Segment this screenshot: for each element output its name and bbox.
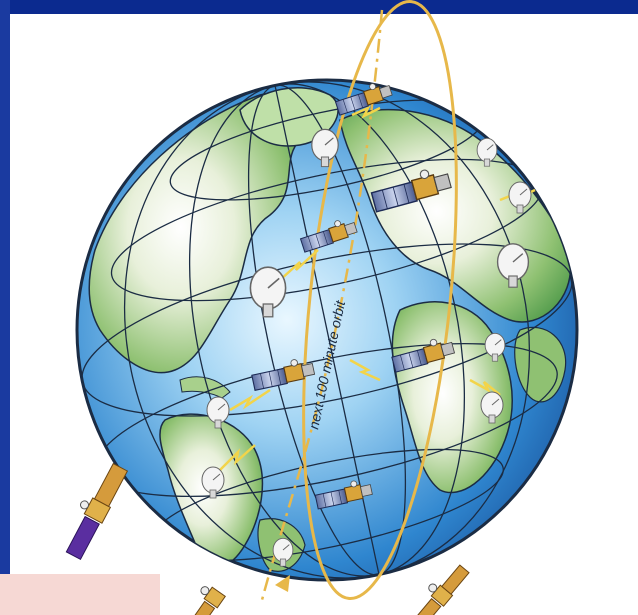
bottom-left-strip [0,574,160,615]
signal-beams [219,105,536,471]
signal-beam-icon [351,105,381,119]
signal-beam-icon [229,388,271,412]
signal-beam-icon [219,444,256,471]
satellite-icon [186,586,226,615]
signal-beam-icon [469,378,501,396]
satellite-icon [65,462,129,561]
signal-beam-icon [349,358,381,382]
satellite-icon [411,564,470,615]
orbit-arrow-icon [275,575,290,592]
signal-beam-icon [279,249,319,281]
orbiting-satellites [65,462,470,615]
frame-left-edge [0,0,10,615]
